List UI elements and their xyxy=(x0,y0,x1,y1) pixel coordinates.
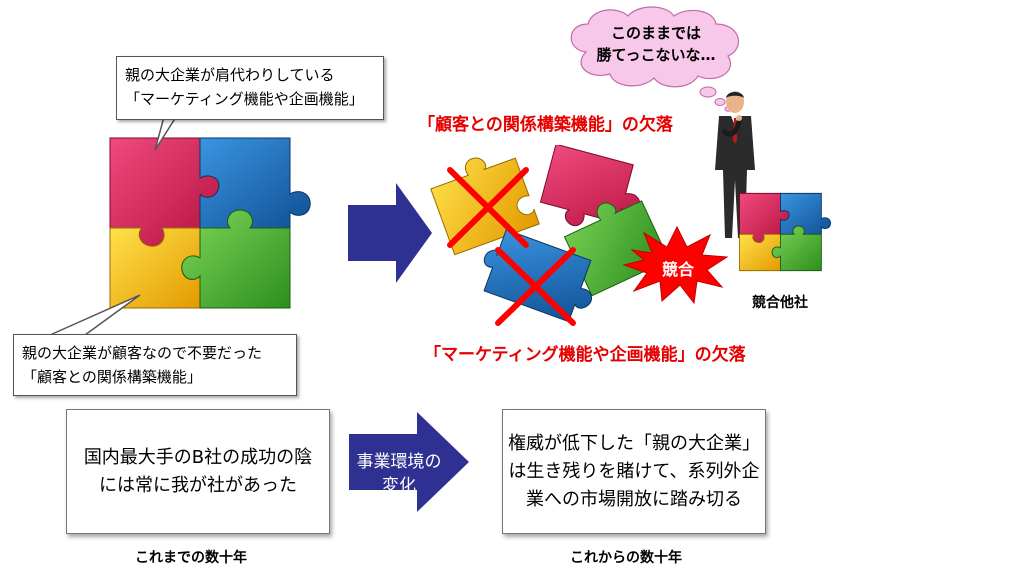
callout-bottom-tail xyxy=(49,294,141,336)
callout-bottom-line2: 「顧客との関係構築機能」 xyxy=(22,368,202,386)
competitor-label: 競合他社 xyxy=(752,295,808,311)
cross-mark-top xyxy=(447,167,529,248)
puzzle-scattered xyxy=(430,145,670,326)
thought-line2: 勝てっこないな… xyxy=(596,46,716,64)
future-line2: は生き残りを賭けて、系列外企 xyxy=(508,460,760,482)
callout-bottom-line1: 親の大企業が顧客なので不要だった xyxy=(22,344,263,362)
past-caption: これまでの数十年 xyxy=(135,550,247,566)
puzzle-complete xyxy=(109,137,311,309)
callout-top-line2: 「マーケティング機能や企画機能」 xyxy=(125,90,364,108)
past-line1: 国内最大手のB社の成功の陰 xyxy=(83,446,313,468)
transition-arrow xyxy=(348,183,432,283)
future-caption: これからの数十年 xyxy=(570,550,682,566)
missing-marketing-label: 「マーケティング機能や企画機能」の欠落 xyxy=(424,345,746,365)
callout-top-line1: 親の大企業が肩代わりしている xyxy=(125,66,335,84)
puzzle-competitor xyxy=(739,192,831,272)
callout-top: 親の大企業が肩代わりしている 「マーケティング機能や企画機能」 xyxy=(116,56,384,120)
business-change-line2: 変化 xyxy=(382,476,416,496)
conflict-burst xyxy=(622,225,729,305)
missing-relationship-label: 「顧客との関係構築機能」の欠落 xyxy=(418,115,673,135)
business-change-arrow xyxy=(349,412,469,512)
thought-text: このままでは 勝てっこないな… xyxy=(576,22,736,66)
puzzle-piece-green xyxy=(181,209,291,309)
past-line2: には常に我が社があった xyxy=(98,474,297,496)
business-change-label: 事業環境の 変化 xyxy=(349,450,449,498)
conflict-burst-label: 競合 xyxy=(662,260,695,279)
future-description-box: 権威が低下した「親の大企業」 は生き残りを賭けて、系列外企 業への市場開放に踏み… xyxy=(502,409,766,534)
business-change-line1: 事業環境の xyxy=(356,452,442,472)
thought-line1: このままでは xyxy=(610,24,701,42)
past-description-box: 国内最大手のB社の成功の陰 には常に我が社があった xyxy=(66,409,330,534)
future-line1: 権威が低下した「親の大企業」 xyxy=(508,432,760,454)
cross-mark-bottom xyxy=(495,247,576,326)
future-line3: 業への市場開放に踏み切る xyxy=(526,488,742,510)
callout-bottom: 親の大企業が顧客なので不要だった 「顧客との関係構築機能」 xyxy=(13,334,297,396)
